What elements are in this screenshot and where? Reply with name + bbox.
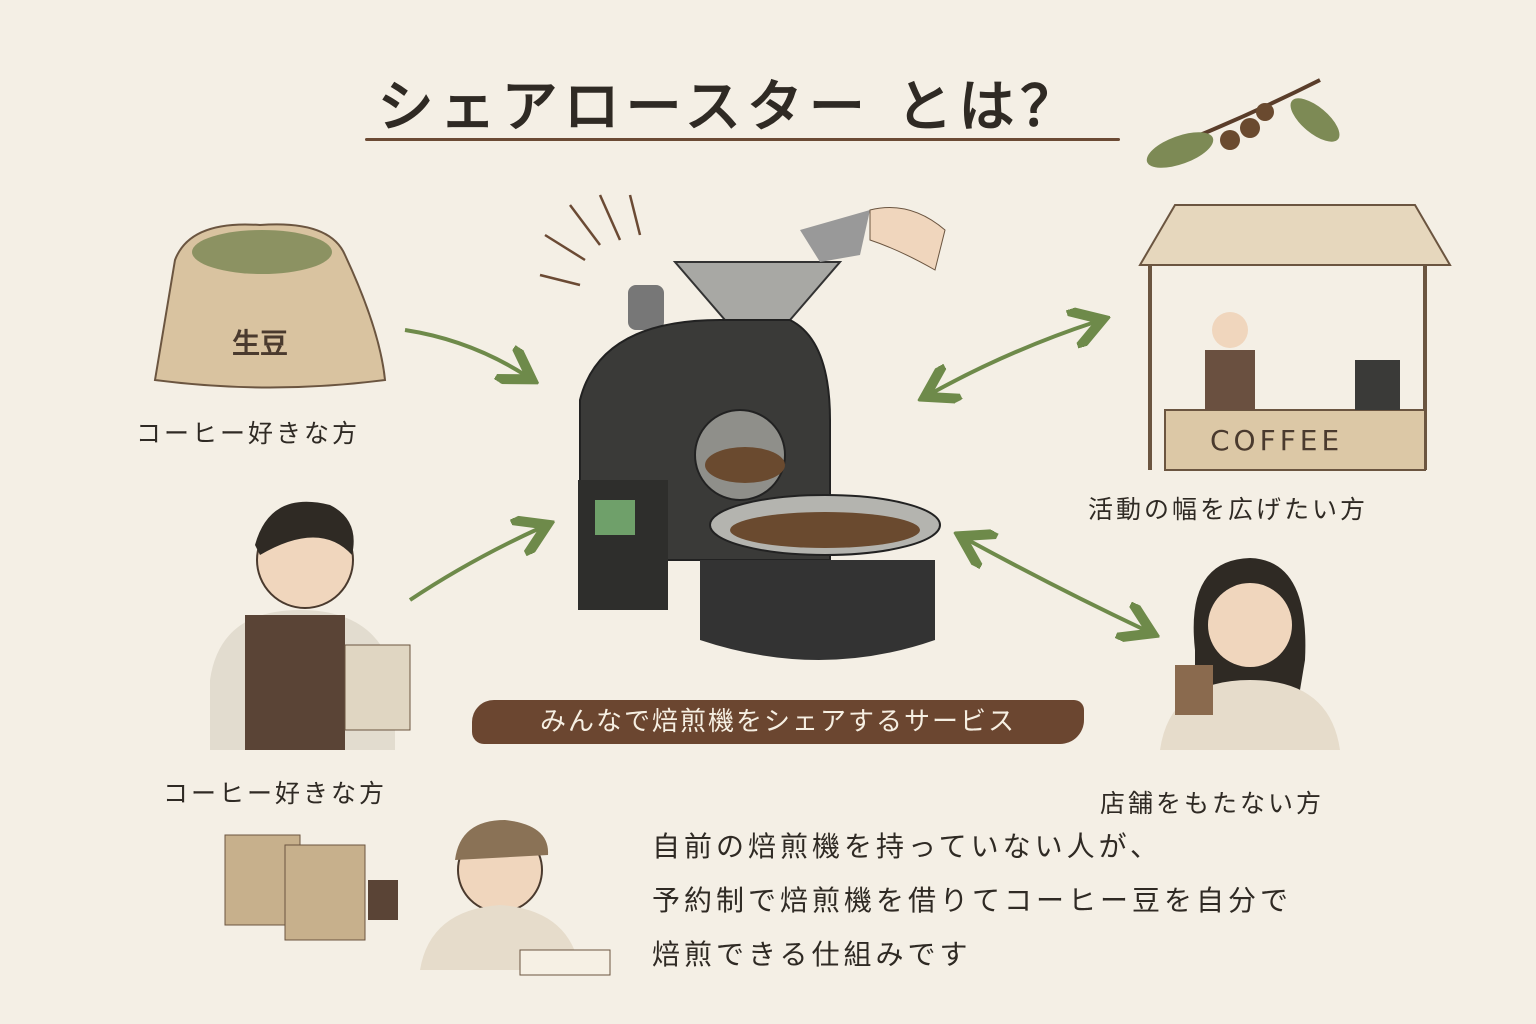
arrow-roaster-stall	[932, 322, 1095, 393]
description-line: 自前の焙煎機を持っていない人が、	[652, 830, 1163, 863]
description-line: 焙煎できる仕組みです	[652, 938, 972, 971]
label-expand-activity: 活動の幅を広げたい方	[1088, 495, 1369, 524]
label-no-store: 店舗をもたない方	[1100, 789, 1325, 818]
green-beans-sack-icon	[153, 223, 387, 389]
label-coffee-lover-mid: コーヒー好きな方	[163, 779, 388, 808]
coffee-stall-icon	[1138, 204, 1452, 471]
sack-label: 生豆	[232, 327, 289, 360]
stall-sign: COFFEE	[1210, 424, 1344, 457]
arrow-to-roaster-top	[404, 328, 525, 375]
arrow-to-roaster-bottom	[408, 528, 540, 602]
sparkle-lines-icon	[539, 194, 642, 287]
arrows	[404, 322, 1145, 630]
label-coffee-lover-top: コーヒー好きな方	[136, 419, 361, 448]
man-with-bag-icon	[210, 501, 411, 750]
page-title: シェアロースター とは？	[377, 75, 1083, 140]
woman-with-cup-icon	[1160, 558, 1340, 750]
arrow-roaster-woman	[968, 540, 1145, 630]
description: 自前の焙煎機を持っていない人が、 予約制で焙煎機を借りてコーヒー豆を自分で 焙煎…	[652, 820, 1292, 982]
coffee-branch-icon	[1146, 78, 1340, 168]
person-writing-icon	[420, 820, 611, 976]
coffee-roaster-machine-icon	[578, 207, 946, 660]
description-line: 予約制で焙煎機を借りてコーヒー豆を自分で	[652, 884, 1293, 917]
service-banner: みんなで焙煎機をシェアするサービス	[472, 700, 1084, 744]
coffee-bags-icon	[224, 834, 398, 941]
title-underline	[365, 138, 1120, 141]
